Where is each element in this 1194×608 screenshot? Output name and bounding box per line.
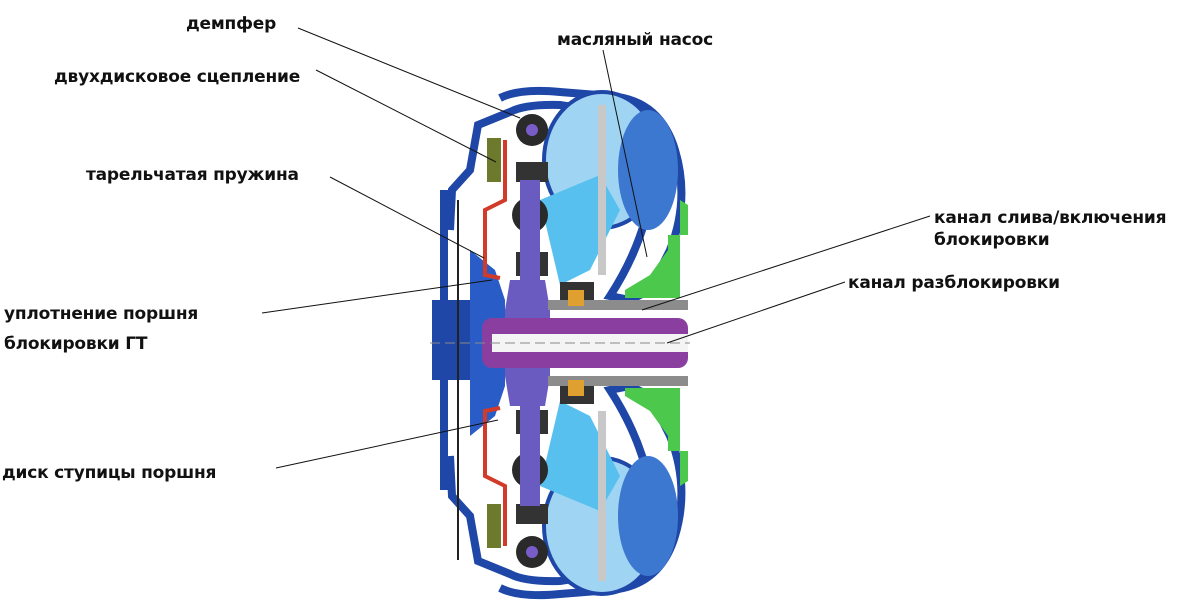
label-oil-pump: масляный насос <box>557 30 714 50</box>
oil-pump <box>625 200 688 486</box>
label-drain-engage-channel-line2: блокировки <box>934 230 1050 250</box>
label-piston-hub-disc: диск ступицы поршня <box>2 463 217 483</box>
input-shaft <box>430 300 690 386</box>
leader-drain-engage-channel <box>641 215 931 311</box>
label-drain-engage-channel-line1: канал слива/включения <box>934 208 1167 228</box>
label-twin-disc-clutch: двухдисковое сцепление <box>54 67 301 87</box>
leader-piston-seal <box>261 279 493 314</box>
leader-twin-disc-clutch <box>315 69 497 163</box>
leader-piston-hub-disc <box>275 419 499 469</box>
leader-oil-pump <box>602 49 648 258</box>
leader-lines <box>261 27 931 469</box>
label-piston-seal-line2: блокировки ГТ <box>4 334 148 354</box>
leader-unlock-channel <box>666 281 846 344</box>
stator <box>560 282 594 404</box>
turbine-torus <box>540 90 678 596</box>
label-piston-seal-line1: уплотнение поршня <box>4 304 199 324</box>
label-unlock-channel: канал разблокировки <box>848 273 1060 293</box>
label-damper: демпфер <box>186 14 277 34</box>
clutch-pack <box>483 138 507 548</box>
label-disc-spring: тарельчатая пружина <box>86 165 299 185</box>
leader-damper <box>297 27 521 119</box>
leader-disc-spring <box>329 176 485 259</box>
